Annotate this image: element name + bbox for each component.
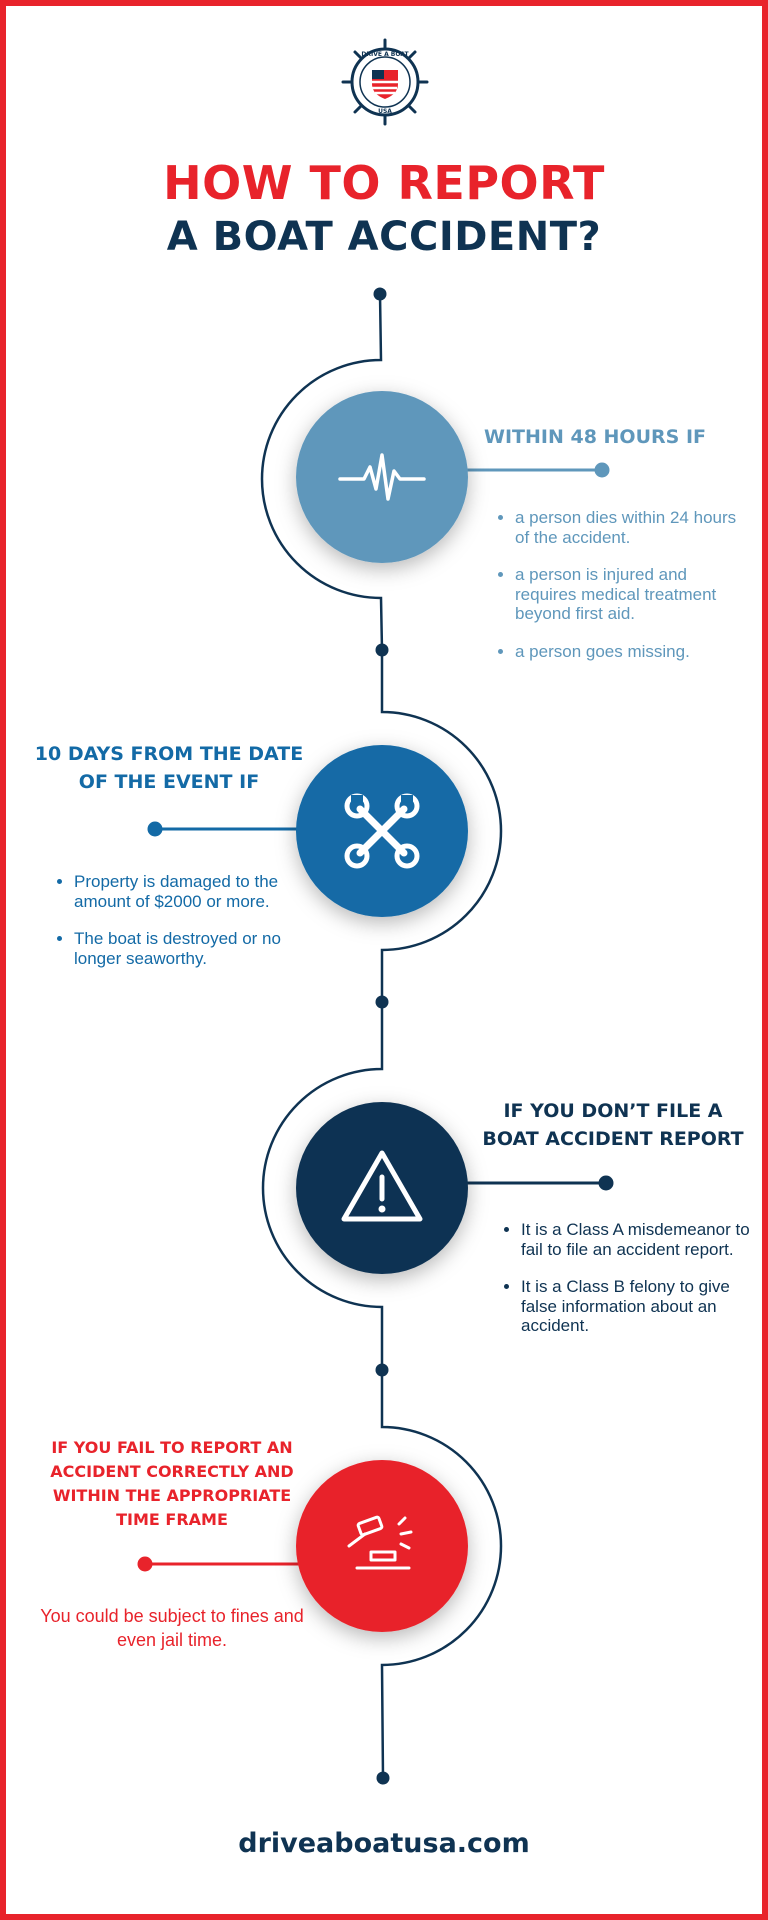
list-item: The boat is destroyed or no longer seawo…: [74, 929, 329, 968]
logo-country-text: USA: [378, 108, 392, 115]
list-item: a person is injured and requires medical…: [515, 565, 745, 624]
list-item: a person goes missing.: [515, 642, 745, 662]
warning-icon: [337, 1143, 427, 1233]
circle-section-4: [296, 1460, 468, 1632]
list-item: a person dies within 24 hours of the acc…: [515, 508, 745, 547]
section-2-heading: 10 DAYS FROM THE DATE OF THE EVENT IF: [34, 743, 304, 793]
page-title-line-1: HOW TO REPORT: [163, 156, 605, 210]
drive-a-boat-usa-logo: DRIVE A BOAT USA: [339, 36, 431, 128]
timeline-dots: [373, 287, 390, 1785]
list-item: It is a Class B felony to give false inf…: [521, 1277, 751, 1336]
footer-website: driveaboatusa.com: [238, 1828, 530, 1859]
section-4-heading: IF YOU FAIL TO REPORT AN ACCIDENT CORREC…: [50, 1438, 294, 1529]
logo-ring-text: DRIVE A BOAT: [361, 51, 409, 58]
heartbeat-icon: [332, 427, 432, 527]
gavel-icon: [337, 1506, 427, 1586]
page-title-line-2: A BOAT ACCIDENT?: [166, 214, 602, 260]
wrench-icon: [342, 791, 422, 871]
timeline-path: [260, 293, 503, 1779]
list-item: Property is damaged to the amount of $20…: [74, 872, 329, 911]
section-1-bullet-list: a person dies within 24 hours of the acc…: [495, 508, 745, 679]
section-2-bullet-list: Property is damaged to the amount of $20…: [54, 872, 329, 986]
circle-section-1: [296, 391, 468, 563]
section-3-bullet-list: It is a Class A misdemeanor to fail to f…: [501, 1220, 751, 1354]
section-4-text: You could be subject to fines and even j…: [40, 1606, 304, 1651]
section-1-heading: WITHIN 48 HOURS IF: [484, 426, 706, 448]
list-item: It is a Class A misdemeanor to fail to f…: [521, 1220, 751, 1259]
section-3-heading: IF YOU DON’T FILE A BOAT ACCIDENT REPORT: [482, 1100, 744, 1150]
